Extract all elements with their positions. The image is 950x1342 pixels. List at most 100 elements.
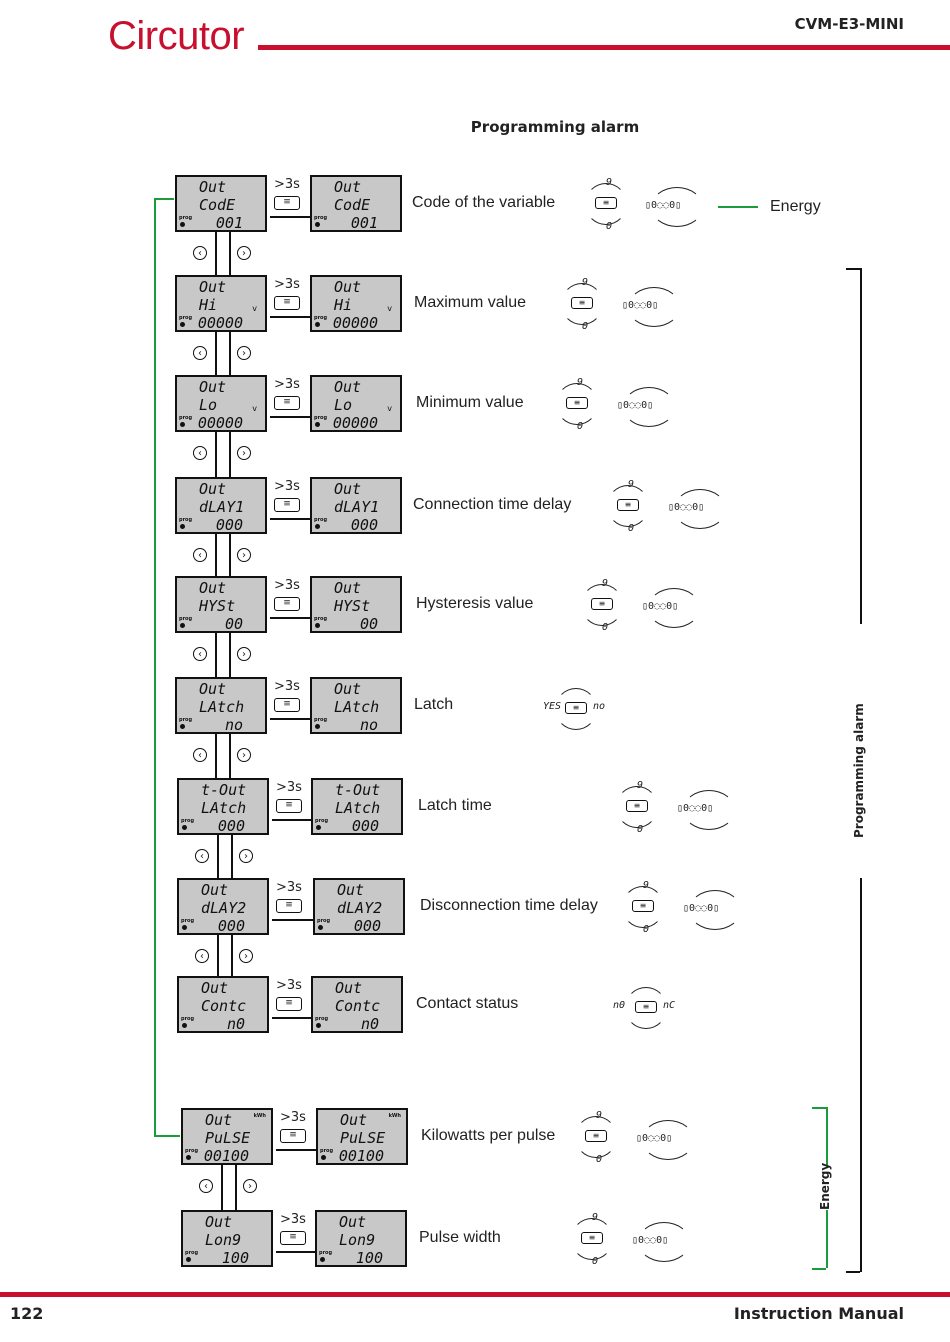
lcd-line-1: Out xyxy=(334,378,362,396)
right-key-icon: › xyxy=(237,548,251,562)
cycle-bottom: 0 xyxy=(643,924,650,935)
parameter-label: Latch time xyxy=(418,797,492,814)
bracket-line xyxy=(846,268,860,270)
hold-time-label: >3s xyxy=(274,177,300,192)
nav-connector xyxy=(215,232,217,275)
cycle-arrow-icon xyxy=(555,688,597,730)
menu-key-icon: ≡ xyxy=(635,1001,657,1013)
parameter-label: Latch xyxy=(414,696,454,713)
lcd-prog-label: prog xyxy=(314,517,328,523)
nav-connector xyxy=(229,332,231,375)
cycle-arrow-icon xyxy=(575,1116,617,1158)
digit-glyphs: ▯0◌◌0▯ xyxy=(632,1235,669,1246)
left-key-icon: ‹ xyxy=(193,647,207,661)
brand-logo: Circutor xyxy=(108,14,245,58)
lcd-line-1: t-Out xyxy=(201,781,247,799)
lcd-line-3: n0 xyxy=(226,1015,245,1033)
lcd-line-1: Out xyxy=(334,480,362,498)
lcd-line-3: 100 xyxy=(221,1249,249,1267)
energy-link-label: Energy xyxy=(770,198,821,215)
lcd-line-3: 000 xyxy=(353,917,381,935)
lcd-line-3: 00 xyxy=(224,615,243,633)
lock-icon xyxy=(316,825,321,830)
hold-time-label: >3s xyxy=(274,479,300,494)
header-rule xyxy=(258,45,950,50)
menu-key-icon: ≡ xyxy=(585,1130,607,1142)
return-line xyxy=(154,1135,180,1137)
cycle-bottom: 0 xyxy=(596,1154,603,1165)
lcd-line-1: Out xyxy=(337,881,365,899)
parameter-label: Minimum value xyxy=(416,394,524,411)
digit-glyphs: ▯0◌◌0▯ xyxy=(683,903,720,914)
menu-key-icon: ≡ xyxy=(571,297,593,309)
lcd-line-2: CodE xyxy=(199,196,236,214)
digit-glyphs: ▯0◌◌0▯ xyxy=(642,601,679,612)
lcd-line-2: dLAY2 xyxy=(201,899,247,917)
lcd-line-2: dLAY2 xyxy=(337,899,383,917)
right-key-icon: › xyxy=(237,446,251,460)
hold-time-label: >3s xyxy=(274,277,300,292)
menu-key-icon: ≡ xyxy=(632,900,654,912)
digit-cycle-icon xyxy=(683,790,735,830)
lock-icon xyxy=(180,222,185,227)
double-arrow xyxy=(272,819,311,821)
lcd-prog-label: prog xyxy=(181,918,195,924)
hold-time-label: >3s xyxy=(280,1110,306,1125)
parameter-label: Pulse width xyxy=(419,1229,501,1246)
lcd-line-1: Out xyxy=(201,979,229,997)
left-key-icon: ‹ xyxy=(193,446,207,460)
lock-icon xyxy=(315,524,320,529)
cycle-bottom: 0 xyxy=(602,622,609,633)
lcd-line-2: PuLSE xyxy=(205,1129,251,1147)
left-key-icon: ‹ xyxy=(195,849,209,863)
menu-key-icon: ≡ xyxy=(566,397,588,409)
nav-connector xyxy=(229,633,231,677)
cycle-arrow-icon xyxy=(607,485,649,527)
lock-icon xyxy=(315,623,320,628)
cycle-arrow-icon xyxy=(581,584,623,626)
menu-key-icon: ≡ xyxy=(617,499,639,511)
cycle-bottom: 0 xyxy=(592,1256,599,1267)
lock-icon xyxy=(186,1257,191,1262)
double-arrow xyxy=(276,1149,316,1151)
menu-key-icon: ≡ xyxy=(591,598,613,610)
programming-side-label: Programming alarm xyxy=(852,703,866,838)
lcd-prog-label: prog xyxy=(179,415,193,421)
cycle-bottom: 0 xyxy=(577,421,584,432)
lcd-line-2: Contc xyxy=(201,997,247,1015)
bracket-line xyxy=(860,878,862,1272)
lcd-line-2: Contc xyxy=(335,997,381,1015)
digit-cycle-icon xyxy=(628,287,680,327)
lcd-prog-label: prog xyxy=(320,1148,334,1154)
nav-connector xyxy=(215,432,217,477)
lcd-line-1: Out xyxy=(339,1213,367,1231)
lcd-prog-label: prog xyxy=(315,1016,329,1022)
lcd-line-3: 000 xyxy=(350,516,378,534)
parameter-label: Disconnection time delay xyxy=(420,897,598,914)
section-title: Programming alarm xyxy=(470,118,640,136)
menu-key-icon: ≡ xyxy=(276,799,302,813)
menu-key-icon: ≡ xyxy=(274,396,300,410)
nav-connector xyxy=(217,835,219,878)
lcd-line-1: Out xyxy=(340,1111,368,1129)
lcd-prog-label: prog xyxy=(179,215,193,221)
lcd-line-2: Lon9 xyxy=(339,1231,376,1249)
digit-glyphs: ▯0◌◌0▯ xyxy=(668,502,705,513)
lcd-prog-label: prog xyxy=(181,818,195,824)
energy-arrow xyxy=(718,206,758,208)
lcd-prog-label: prog xyxy=(181,1016,195,1022)
lock-icon xyxy=(321,1155,326,1160)
lcd-line-1: Out xyxy=(201,881,229,899)
lcd-v-mark: v xyxy=(252,304,257,313)
nav-connector xyxy=(229,734,231,778)
lcd-line-1: Out xyxy=(334,178,362,196)
